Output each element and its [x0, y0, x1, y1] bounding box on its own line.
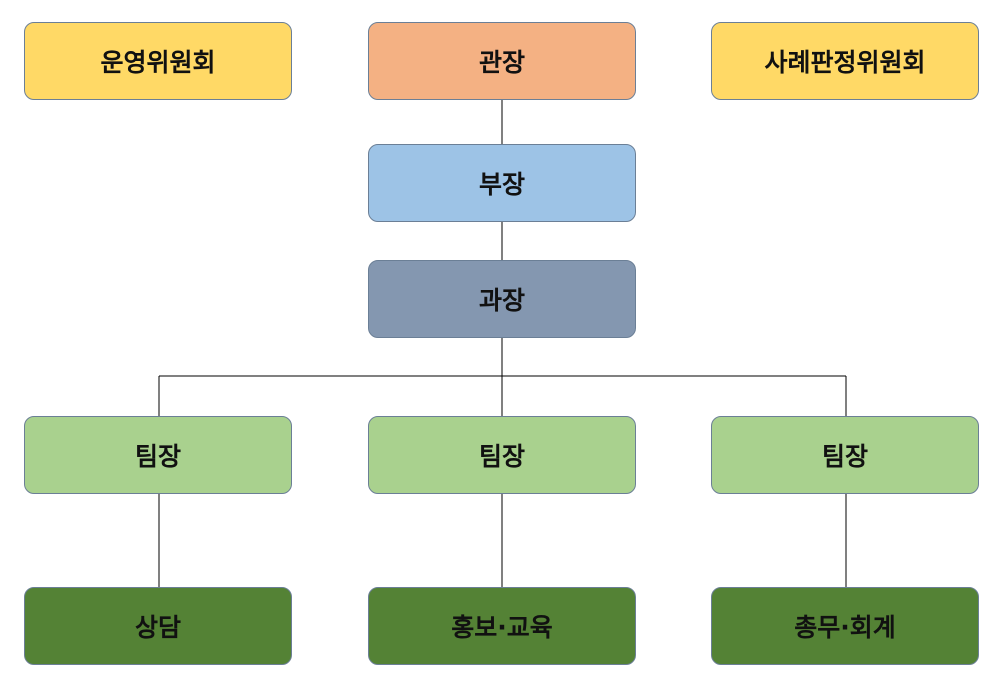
- node-label: 과장: [478, 286, 525, 315]
- node-label: 사례판정위원회: [764, 48, 926, 77]
- node-director: 관장: [368, 22, 636, 100]
- node-operating-committee: 운영위원회: [24, 22, 292, 100]
- node-case-review-committee: 사례판정위원회: [711, 22, 979, 100]
- node-team-leader-3: 팀장: [711, 416, 979, 494]
- node-label: 홍보·교육: [451, 613, 553, 642]
- node-label: 관장: [478, 48, 525, 77]
- node-label: 팀장: [821, 442, 868, 471]
- node-deputy: 부장: [368, 144, 636, 222]
- node-label: 총무·회계: [794, 613, 896, 642]
- node-section-chief: 과장: [368, 260, 636, 338]
- node-dept-admin-accounting: 총무·회계: [711, 587, 979, 665]
- node-label: 팀장: [478, 442, 525, 471]
- node-dept-pr-education: 홍보·교육: [368, 587, 636, 665]
- node-dept-counseling: 상담: [24, 587, 292, 665]
- node-label: 운영위원회: [100, 48, 216, 77]
- node-label: 상담: [134, 613, 181, 642]
- node-team-leader-1: 팀장: [24, 416, 292, 494]
- node-label: 팀장: [134, 442, 181, 471]
- node-team-leader-2: 팀장: [368, 416, 636, 494]
- node-label: 부장: [478, 170, 525, 199]
